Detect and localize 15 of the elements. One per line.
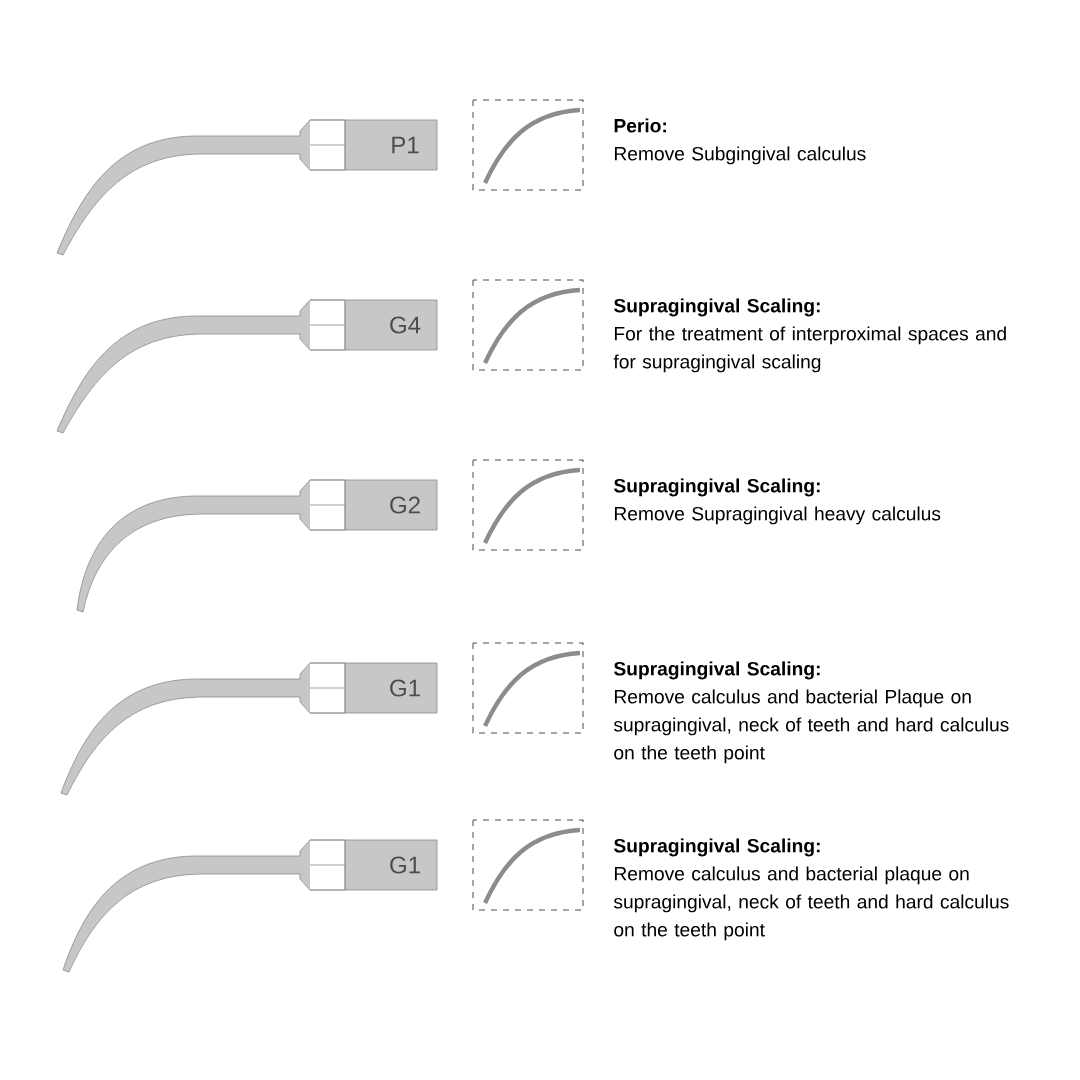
section-heading: Supragingival Scaling: <box>614 838 820 857</box>
tip-label: G1 <box>390 856 420 874</box>
tip-label: G2 <box>390 496 420 514</box>
section-heading: Supragingival Scaling: <box>614 661 820 680</box>
section-heading: Supragingival Scaling: <box>614 478 820 497</box>
description-text: Remove Subgingival calculus <box>615 146 866 165</box>
description-text: For the treatment of interproximal spaces and for supragingival scaling <box>613 326 1006 373</box>
description-text: Remove Supragingival heavy calculus <box>615 506 941 525</box>
description-text: Remove calculus and bacterial Plaque on supragingival, neck of teeth and hard calculus on the teeth point <box>613 689 1009 764</box>
description-text: Remove calculus and bacterial plaque on supragingival, neck of teeth and hard calculus on the teeth point <box>613 866 1009 941</box>
section-heading: Perio: <box>614 118 666 133</box>
tip-label: G4 <box>390 316 421 334</box>
section-heading: Supragingival Scaling: <box>614 298 820 317</box>
tip-label: G1 <box>390 679 420 697</box>
tip-label: P1 <box>392 136 419 154</box>
